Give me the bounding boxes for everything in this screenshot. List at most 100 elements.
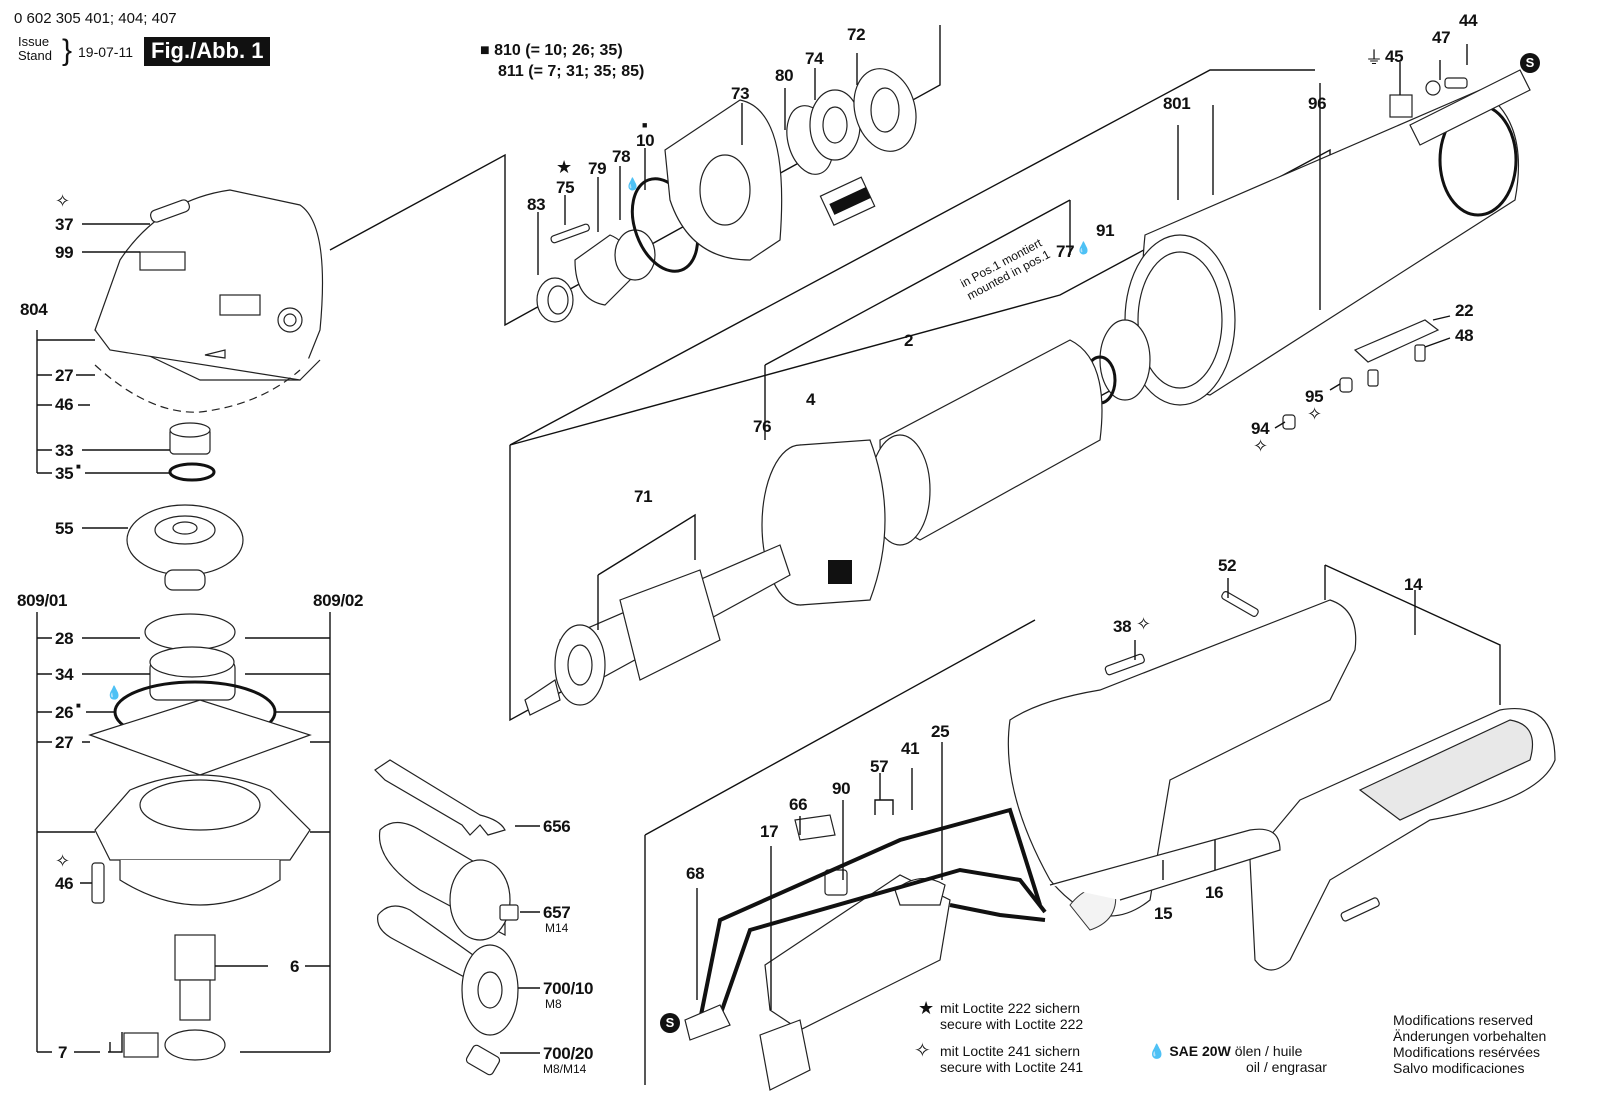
part-label-700-10: 700/10 — [543, 979, 594, 998]
oil-drop-icon: 💧 — [106, 685, 123, 700]
part-label-91: 91 — [1096, 221, 1115, 240]
thread-label-700-10: M8 — [545, 997, 562, 1011]
star-outline-icon: ✧ — [914, 1040, 931, 1062]
thread-label-657: M14 — [545, 921, 569, 935]
part-label-41: 41 — [901, 739, 920, 758]
part-label-79: 79 — [588, 159, 607, 178]
armature-71-drawing — [524, 544, 791, 716]
part-label-2: 2 — [904, 331, 914, 350]
kit-810-marker-26: ■ — [76, 701, 81, 710]
part-label-25: 25 — [931, 722, 950, 741]
loctite-241-icon-94: ✧ — [1253, 436, 1269, 456]
earth-icon: ⏚ — [1365, 48, 1383, 68]
legend-oil-grade: SAE 20W — [1169, 1043, 1231, 1059]
part-label-22: 22 — [1455, 301, 1474, 320]
loctite-222-icon: ★ — [556, 157, 573, 177]
part-label-78: 78 — [612, 147, 631, 166]
legend-oil: 💧 SAE 20W ölen / huile oil / engrasar — [1148, 1043, 1327, 1075]
part-label-57: 57 — [870, 757, 889, 776]
legend-loctite-222: ★ mit Loctite 222 sichern secure with Lo… — [918, 999, 1084, 1032]
part-label-33: 33 — [55, 441, 74, 460]
part-label-27-top: 27 — [55, 366, 74, 385]
brush-plates-drawing — [1282, 319, 1440, 430]
part-label-75: 75 — [556, 178, 575, 197]
part-label-7: 7 — [58, 1043, 68, 1062]
part-label-37: 37 — [55, 215, 74, 234]
legend-loctite-241-en: secure with Loctite 241 — [940, 1059, 1084, 1075]
legend-loctite-241: ✧ mit Loctite 241 sichern secure with Lo… — [914, 1040, 1084, 1075]
part-label-46-bottom: 46 — [55, 874, 74, 893]
group-label-71: 71 — [634, 487, 653, 506]
loctite-241-icon-38: ✧ — [1136, 614, 1152, 634]
gear-housing-drawing — [94, 189, 324, 413]
s-badge-icon-top: S — [1520, 53, 1540, 73]
s-badge-icon-bottom: S — [660, 1013, 680, 1033]
legend-loctite-222-en: secure with Loctite 222 — [940, 1016, 1084, 1032]
group-label-804: 804 — [20, 300, 48, 319]
part-label-16: 16 — [1205, 883, 1224, 902]
issue-date: 19-07-11 — [78, 44, 134, 60]
legend-modifications: Modifications reserved Änderungen vorbeh… — [1393, 1012, 1546, 1076]
part-label-27-bottom: 27 — [55, 733, 74, 752]
part-label-10: 10 — [636, 131, 655, 150]
issue-label-en: Issue — [18, 34, 50, 49]
legend-oil-line-1: ölen / huile — [1234, 1043, 1303, 1059]
part-label-34: 34 — [55, 665, 74, 684]
bevel-gear-55-drawing — [126, 504, 244, 591]
part-label-48: 48 — [1455, 326, 1474, 345]
part-label-15: 15 — [1154, 904, 1173, 923]
brace-symbol: } — [62, 34, 73, 67]
part-label-77: 77 — [1056, 242, 1075, 261]
handle-14-drawing — [1007, 591, 1556, 971]
part-label-72: 72 — [847, 25, 866, 44]
part-label-657: 657 — [543, 903, 571, 922]
legend-loctite-222-de: mit Loctite 222 sichern — [940, 1000, 1081, 1016]
thread-label-700-20: M8/M14 — [543, 1062, 587, 1076]
bearing-33-drawing — [169, 422, 211, 455]
part-label-83: 83 — [527, 195, 546, 214]
part-label-28: 28 — [55, 629, 74, 648]
ring-35-drawing — [168, 462, 216, 482]
part-label-94: 94 — [1251, 419, 1270, 438]
issue-label: Issue Stand — [18, 35, 52, 63]
part-label-35: 35 — [55, 464, 74, 483]
part-label-96: 96 — [1308, 94, 1327, 113]
kit-definitions: ■ 810 (= 10; 26; 35) 811 (= 7; 31; 35; 8… — [480, 40, 644, 82]
kit-811: 811 (= 7; 31; 35; 85) — [498, 63, 645, 80]
loctite-241-icon: ✧ — [55, 191, 71, 211]
square-icon: ■ — [480, 42, 490, 59]
shim-7-drawing — [123, 1032, 159, 1058]
tool-symbol-7 — [108, 1032, 123, 1053]
legend-loctite-241-de: mit Loctite 241 sichern — [940, 1043, 1081, 1059]
group-label-809-02: 809/02 — [313, 591, 364, 610]
part-label-656: 656 — [543, 817, 571, 836]
part-label-4: 4 — [806, 390, 816, 409]
oil-drop-icon-legend: 💧 — [1148, 1043, 1166, 1059]
part-label-90: 90 — [832, 779, 851, 798]
loctite-241-icon-46: ✧ — [55, 851, 71, 871]
legend-mod-en: Modifications reserved — [1393, 1012, 1534, 1028]
oil-drop-icon-78: 💧 — [625, 177, 640, 191]
group-label-14: 14 — [1404, 575, 1423, 594]
part-label-17: 17 — [760, 822, 779, 841]
part-label-74: 74 — [805, 49, 824, 68]
field-coil-drawing — [869, 339, 1103, 546]
document-number: 0 602 305 401; 404; 407 — [14, 10, 177, 27]
part-label-68: 68 — [686, 864, 705, 883]
part-label-47: 47 — [1432, 28, 1451, 47]
legend-mod-de: Änderungen vorbehalten — [1393, 1028, 1547, 1044]
part-label-26: 26 — [55, 703, 74, 722]
kit-810-marker-10: ■ — [642, 120, 648, 130]
part-label-73: 73 — [731, 84, 750, 103]
part-label-55: 55 — [55, 519, 74, 538]
part-label-95: 95 — [1305, 387, 1324, 406]
part-label-66: 66 — [789, 795, 808, 814]
switch-assembly-drawing — [684, 807, 1047, 1091]
part-label-45: 45 — [1385, 47, 1404, 66]
part-label-80: 80 — [775, 66, 794, 85]
kit-810-marker-35: ■ — [76, 462, 81, 471]
stator-housing-drawing — [1083, 89, 1520, 406]
bearing-flange-drawing — [88, 613, 312, 1061]
part-label-46-top: 46 — [55, 395, 74, 414]
